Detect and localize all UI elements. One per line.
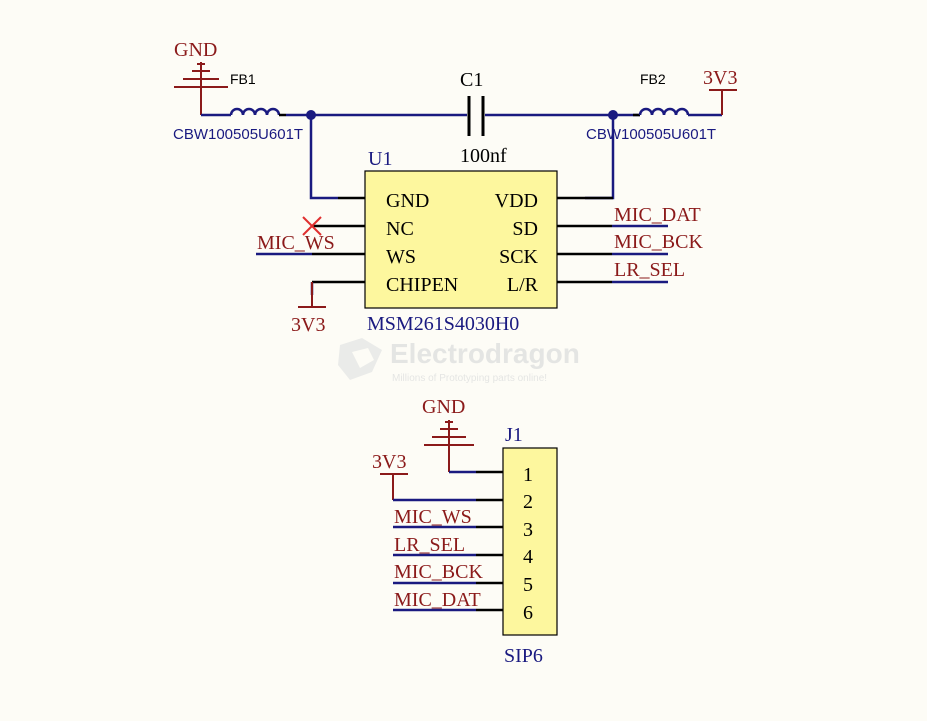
- j1-pin-number-3: 3: [523, 519, 533, 541]
- c1-value: 100nf: [460, 145, 507, 167]
- net-label-j1-mic-dat: MIC_DAT: [394, 589, 481, 611]
- j1-footprint: SIP6: [504, 645, 543, 667]
- gnd-label-j1: GND: [422, 396, 465, 418]
- gnd-label-top: GND: [174, 39, 217, 61]
- net-label-u1-mic-ws: MIC_WS: [257, 232, 335, 254]
- watermark: Electrodragon Millions of Prototyping pa…: [338, 338, 580, 384]
- c1-ref: C1: [460, 69, 483, 91]
- fb1-ref: FB1: [230, 71, 256, 87]
- fb1-ferrite-bead: [229, 107, 286, 117]
- watermark-tagline: Millions of Prototyping parts online!: [392, 373, 547, 384]
- j1-ref: J1: [505, 424, 523, 446]
- net-label-j1-mic-bck: MIC_BCK: [394, 561, 483, 583]
- fb2-ref: FB2: [640, 71, 666, 87]
- u1-pin-label-lr: L/R: [507, 274, 539, 296]
- j1-pin-number-2: 2: [523, 491, 533, 513]
- vcc-label-top: 3V3: [703, 67, 737, 89]
- net-label-j1-lr-sel: LR_SEL: [394, 534, 465, 556]
- u1-ref: U1: [368, 148, 392, 170]
- fb2-ferrite-bead: [633, 107, 690, 117]
- vcc-symbol-top: [709, 89, 737, 115]
- u1-pin-label-sd: SD: [512, 218, 538, 240]
- net-label-j1-mic-ws: MIC_WS: [394, 506, 472, 528]
- watermark-brand: Electrodragon: [390, 338, 580, 369]
- wire-rail-to-u1-gnd: [309, 115, 338, 200]
- fb2-value: CBW100505U601T: [586, 126, 716, 143]
- net-label-u1-mic-dat: MIC_DAT: [614, 204, 701, 226]
- vcc-symbol-j1: [380, 473, 408, 500]
- gnd-symbol-top: [174, 62, 228, 115]
- u1-part-number: MSM261S4030H0: [367, 313, 519, 335]
- u1-pin-label-ws: WS: [386, 246, 416, 268]
- u1-pin-label-vdd: VDD: [495, 190, 538, 212]
- watermark-logo-icon: [338, 338, 382, 380]
- u1-pin-label-sck: SCK: [499, 246, 538, 268]
- u1-pin-label-nc: NC: [386, 218, 414, 240]
- fb1-value: CBW100505U601T: [173, 126, 303, 143]
- gnd-symbol-j1: [424, 420, 474, 472]
- j1-pin-number-1: 1: [523, 464, 533, 486]
- j1-pin-number-5: 5: [523, 574, 533, 596]
- vcc-label-u1: 3V3: [291, 314, 325, 336]
- u1-body: [364, 170, 558, 309]
- u1-pin-label-gnd: GND: [386, 190, 429, 212]
- j1-pin-number-4: 4: [523, 546, 533, 568]
- j1-body: [502, 447, 558, 636]
- vcc-label-j1: 3V3: [372, 451, 406, 473]
- no-connect-x-icon: [302, 216, 322, 236]
- c1-capacitor: [467, 96, 485, 136]
- u1-pin-label-chipen: CHIPEN: [386, 274, 458, 296]
- net-label-u1-lr-sel: LR_SEL: [614, 259, 685, 281]
- vcc-symbol-u1: [298, 282, 326, 308]
- j1-pin-number-6: 6: [523, 602, 533, 624]
- net-label-u1-mic-bck: MIC_BCK: [614, 231, 703, 253]
